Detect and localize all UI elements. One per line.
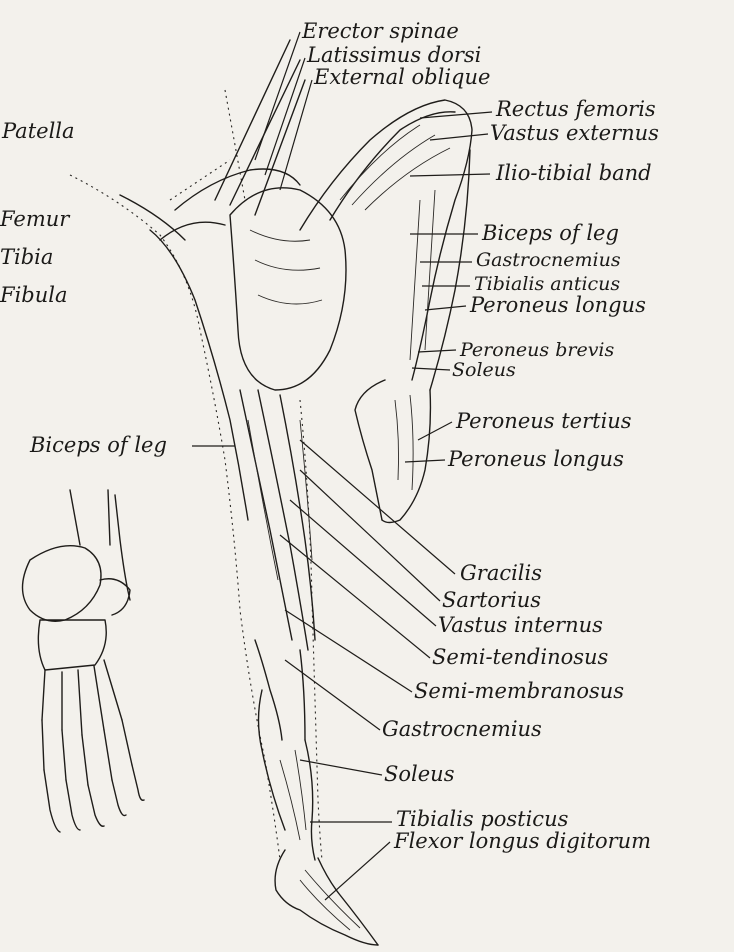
label-semi-tendinosus: Semi-tendinosus <box>432 645 609 669</box>
label-vastus-externus: Vastus externus <box>490 121 659 145</box>
main-leg-drawing <box>70 40 378 945</box>
label-erector-spinae: Erector spinae <box>301 19 459 43</box>
label-tibia: Tibia <box>0 245 53 269</box>
label-vastus-internus: Vastus internus <box>438 613 603 637</box>
label-soleus-lower: Soleus <box>384 762 455 786</box>
label-biceps-of-leg-upper: Biceps of leg <box>481 221 619 245</box>
label-peroneus-longus-upper: Peroneus longus <box>469 293 646 317</box>
label-biceps-of-leg-left: Biceps of leg <box>29 433 167 457</box>
label-tibialis-posticus: Tibialis posticus <box>396 807 569 831</box>
label-patella: Patella <box>1 119 75 143</box>
label-peroneus-longus-lower: Peroneus longus <box>447 447 624 471</box>
label-ilio-tibial-band: Ilio-tibial band <box>495 161 652 185</box>
label-soleus-upper: Soleus <box>452 359 516 381</box>
label-rectus-femoris: Rectus femoris <box>495 97 656 121</box>
label-peroneus-brevis: Peroneus brevis <box>459 339 615 361</box>
flexed-leg-drawing <box>300 100 472 523</box>
label-gastrocnemius-upper: Gastrocnemius <box>476 249 621 271</box>
label-peroneus-tertius: Peroneus tertius <box>455 409 632 433</box>
label-gracilis: Gracilis <box>460 561 542 585</box>
label-semi-membranosus: Semi-membranosus <box>414 679 624 703</box>
label-gastrocnemius-lower: Gastrocnemius <box>382 717 542 741</box>
label-tibialis-anticus: Tibialis anticus <box>474 273 620 295</box>
foot-skeleton-drawing <box>23 490 145 832</box>
label-fibula: Fibula <box>0 283 68 307</box>
labels: Erector spinae Latissimus dorsi External… <box>0 19 659 853</box>
label-latissimus-dorsi: Latissimus dorsi <box>306 43 481 67</box>
label-sartorius: Sartorius <box>442 588 541 612</box>
label-flexor-longus-digitorum: Flexor longus digitorum <box>393 829 651 853</box>
label-external-oblique: External oblique <box>313 65 490 89</box>
label-femur: Femur <box>0 207 71 231</box>
